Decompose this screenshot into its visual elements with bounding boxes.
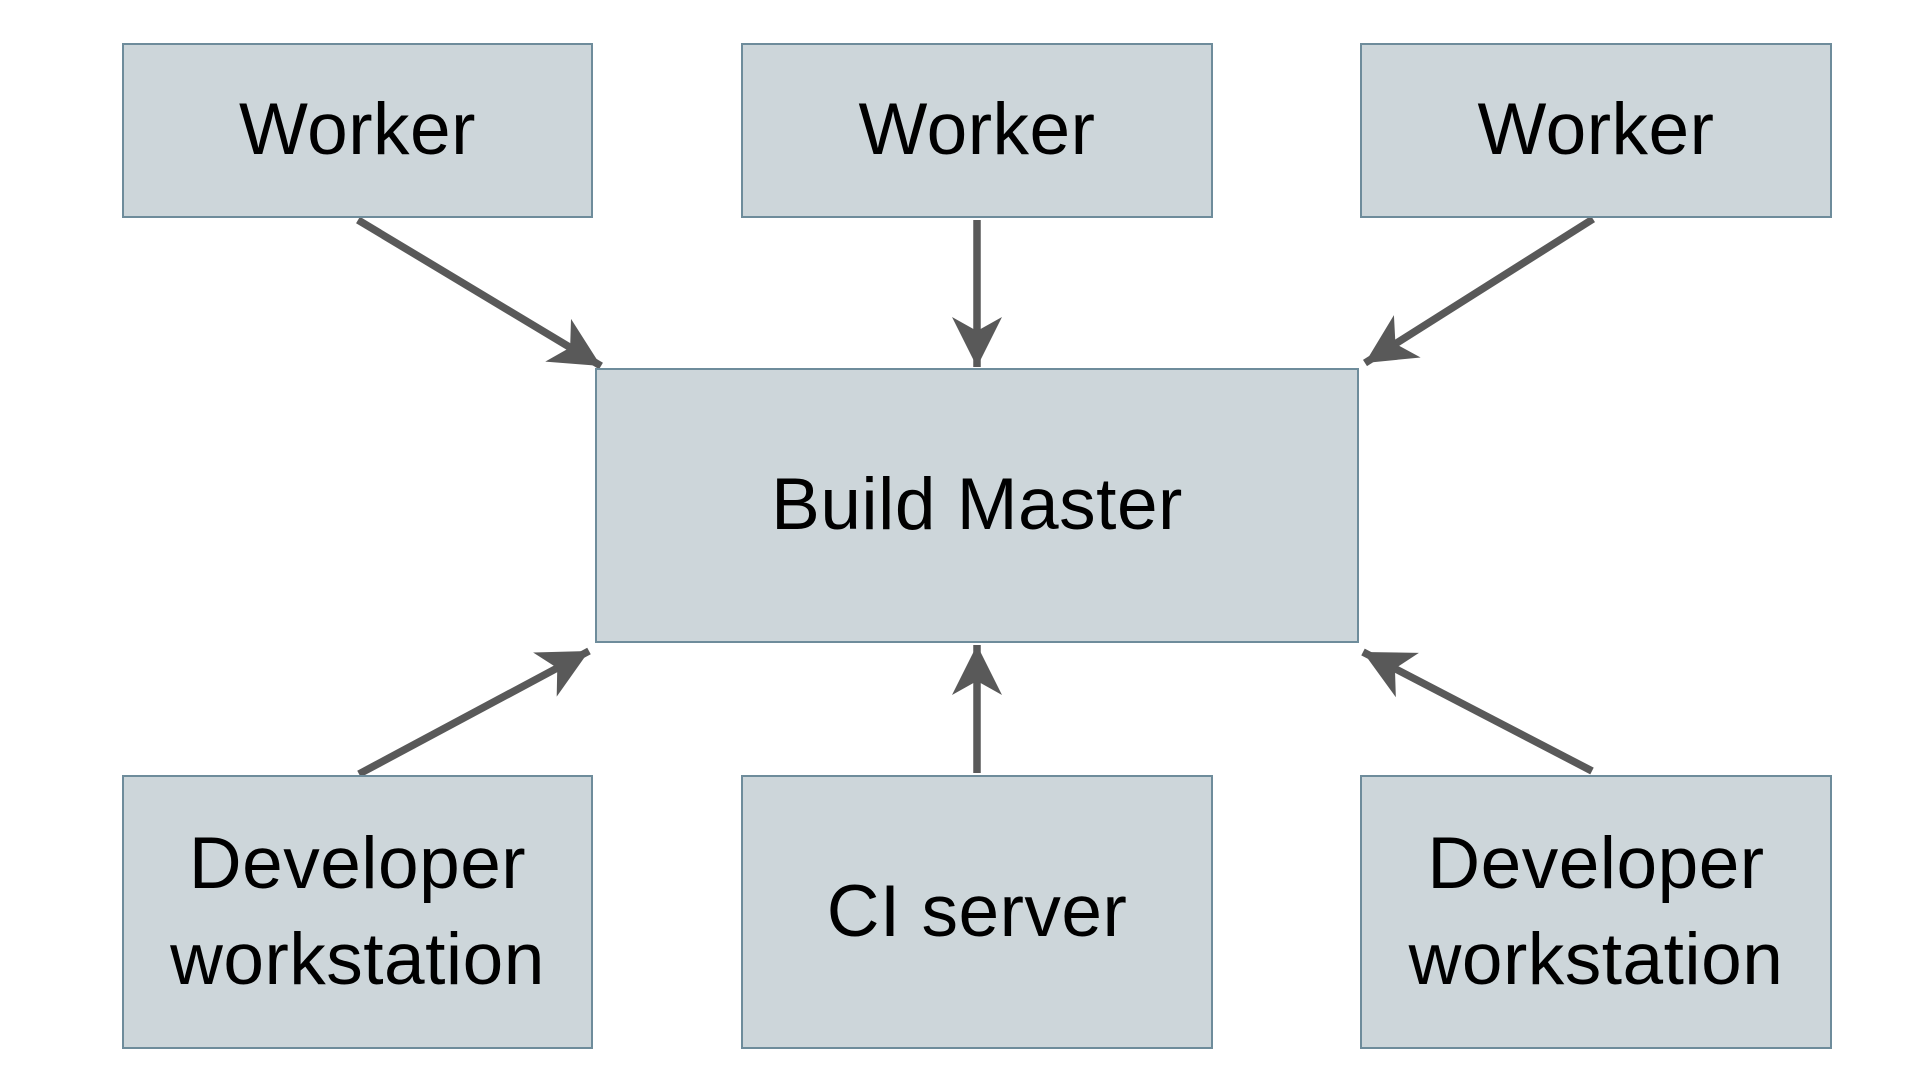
arrow-worker-right-to-build-master <box>1362 215 1596 367</box>
node-ci-server: CI server <box>741 775 1213 1049</box>
node-worker-center: Worker <box>741 43 1213 218</box>
node-developer-workstation-left: Developer workstation <box>122 775 593 1049</box>
node-developer-workstation-right-label: Developer workstation <box>1408 822 1784 1000</box>
node-worker-right-label: Worker <box>1477 89 1715 171</box>
node-developer-workstation-right: Developer workstation <box>1360 775 1832 1049</box>
node-build-master: Build Master <box>595 368 1359 643</box>
node-developer-workstation-left-label: Developer workstation <box>170 822 545 1000</box>
node-ci-server-label: CI server <box>826 870 1128 952</box>
node-worker-right: Worker <box>1360 43 1832 218</box>
arrow-worker-left-to-build-master <box>356 216 603 370</box>
arrow-dev-workstation-left-to-build-master <box>357 647 591 778</box>
node-worker-center-label: Worker <box>858 89 1096 171</box>
node-worker-left-label: Worker <box>239 89 476 171</box>
arrow-dev-workstation-right-to-build-master <box>1361 648 1594 775</box>
node-worker-left: Worker <box>122 43 593 218</box>
node-build-master-label: Build Master <box>771 464 1183 546</box>
